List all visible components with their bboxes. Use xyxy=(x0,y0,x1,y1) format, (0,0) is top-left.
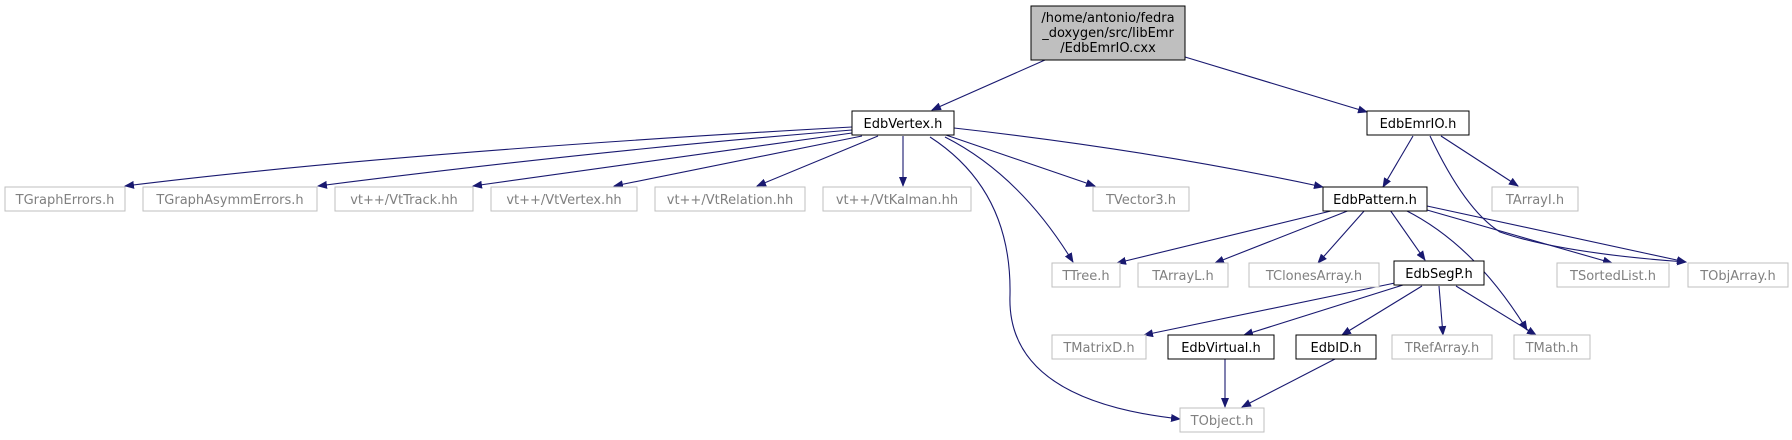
node-tvector3-label: TVector3.h xyxy=(1105,193,1176,208)
edge-edbpattern-to-edbsegp xyxy=(1389,209,1426,261)
node-vtrelation[interactable]: vt++/VtRelation.hh xyxy=(654,186,806,212)
node-tsortedlist[interactable]: TSortedList.h xyxy=(1556,262,1670,288)
edge-edbpattern-to-ttree xyxy=(1116,209,1336,265)
edge-edbvertex-to-ttree xyxy=(944,136,1074,263)
node-edbid[interactable]: EdbID.h xyxy=(1295,334,1377,360)
node-vtkalman-label: vt++/VtKalman.hh xyxy=(836,193,958,208)
edge-root-to-edbvertex xyxy=(931,59,1046,111)
node-tmath[interactable]: TMath.h xyxy=(1513,334,1591,360)
node-edbvertex[interactable]: EdbVertex.h xyxy=(851,110,955,136)
edge-edbvertex-to-edbpattern xyxy=(953,127,1324,190)
edge-edbvertex-to-tobject xyxy=(929,136,1181,422)
node-tobjarray[interactable]: TObjArray.h xyxy=(1687,262,1789,288)
edge-edbsegp-to-tmatrixd xyxy=(1143,282,1396,338)
edge-edbsegp-to-edbvirtual xyxy=(1243,284,1404,337)
root-line-1: /home/antonio/fedra xyxy=(1041,11,1174,26)
node-edbsegp-label: EdbSegP.h xyxy=(1405,267,1472,282)
edge-edbid-to-tobject xyxy=(1241,358,1336,408)
edge-edbpattern-to-tsortedlist xyxy=(1419,207,1613,265)
edges xyxy=(124,56,1687,422)
node-trefarray-label: TRefArray.h xyxy=(1404,341,1480,356)
node-ttree-label: TTree.h xyxy=(1061,269,1109,284)
edge-edbvertex-to-tgrapherrors xyxy=(124,126,853,189)
node-tmath-label: TMath.h xyxy=(1525,341,1579,356)
node-tobjarray-label: TObjArray.h xyxy=(1699,269,1776,284)
node-trefarray[interactable]: TRefArray.h xyxy=(1391,334,1493,360)
root-line-2: _doxygen/src/libEmr xyxy=(1041,26,1174,41)
node-vtvertex[interactable]: vt++/VtVertex.hh xyxy=(490,186,638,212)
node-tarrayi[interactable]: TArrayI.h xyxy=(1491,186,1579,212)
edge-edbemrio-to-tobjarray xyxy=(1429,135,1687,266)
node-edbvirtual-label: EdbVirtual.h xyxy=(1181,341,1261,356)
node-vtrelation-label: vt++/VtRelation.hh xyxy=(667,193,793,208)
node-edbemrio[interactable]: EdbEmrIO.h xyxy=(1366,110,1470,136)
root-line-3: /EdbEmrIO.cxx xyxy=(1060,41,1156,56)
node-edbvertex-label: EdbVertex.h xyxy=(864,117,943,132)
node-vtkalman[interactable]: vt++/VtKalman.hh xyxy=(822,186,972,212)
edge-edbemrio-to-tarrayi xyxy=(1440,135,1519,187)
edge-edbpattern-to-tobjarray xyxy=(1426,205,1687,265)
node-edbpattern-label: EdbPattern.h xyxy=(1333,193,1417,208)
node-tobject[interactable]: TObject.h xyxy=(1179,407,1265,433)
edge-edbpattern-to-tmath xyxy=(1404,209,1528,331)
node-root-edbemrio-cxx[interactable]: /home/antonio/fedra _doxygen/src/libEmr … xyxy=(1030,5,1186,61)
edge-edbsegp-to-tmath xyxy=(1455,285,1537,336)
node-tmatrixd-label: TMatrixD.h xyxy=(1062,341,1134,356)
node-tgraphasymmerrors[interactable]: TGraphAsymmErrors.h xyxy=(142,186,318,212)
edge-edbsegp-to-trefarray xyxy=(1438,285,1447,336)
node-vtvertex-label: vt++/VtVertex.hh xyxy=(506,193,621,208)
node-tclonesarray-label: TClonesArray.h xyxy=(1265,269,1362,284)
node-ttree[interactable]: TTree.h xyxy=(1051,262,1121,288)
node-edbid-label: EdbID.h xyxy=(1311,341,1362,356)
edge-edbvertex-to-vttrack xyxy=(472,132,853,189)
node-edbpattern[interactable]: EdbPattern.h xyxy=(1322,186,1428,212)
edge-edbpattern-to-tarrayl xyxy=(1214,209,1351,264)
edge-edbvertex-to-tvector3 xyxy=(942,133,1096,187)
node-tsortedlist-label: TSortedList.h xyxy=(1569,269,1656,284)
edge-edbemrio-to-edbpattern xyxy=(1382,135,1414,188)
edge-edbvertex-to-vtvertex xyxy=(613,135,863,189)
node-tgrapherrors-label: TGraphErrors.h xyxy=(15,193,115,208)
node-tgraphasymmerrors-label: TGraphAsymmErrors.h xyxy=(155,193,303,208)
edge-edbpattern-to-tclonesarray xyxy=(1317,209,1366,264)
node-tmatrixd[interactable]: TMatrixD.h xyxy=(1051,334,1147,360)
node-tvector3[interactable]: TVector3.h xyxy=(1092,186,1190,212)
node-tobject-label: TObject.h xyxy=(1190,414,1254,429)
node-tclonesarray[interactable]: TClonesArray.h xyxy=(1248,262,1380,288)
edge-edbsegp-to-edbid xyxy=(1341,285,1423,336)
node-edbsegp[interactable]: EdbSegP.h xyxy=(1393,260,1485,286)
node-tarrayl-label: TArrayL.h xyxy=(1151,269,1214,284)
node-vttrack-label: vt++/VtTrack.hh xyxy=(350,193,458,208)
node-vttrack[interactable]: vt++/VtTrack.hh xyxy=(334,186,474,212)
node-edbvirtual[interactable]: EdbVirtual.h xyxy=(1167,334,1275,360)
edge-root-to-edbemrio xyxy=(1184,56,1368,114)
node-tgrapherrors[interactable]: TGraphErrors.h xyxy=(4,186,126,212)
edge-edbvertex-to-vtrelation xyxy=(756,135,879,187)
node-tarrayl[interactable]: TArrayL.h xyxy=(1137,262,1229,288)
node-edbemrio-label: EdbEmrIO.h xyxy=(1380,117,1457,132)
node-tarrayi-label: TArrayI.h xyxy=(1505,193,1564,208)
edge-edbvertex-to-tgraphasymm xyxy=(317,129,853,189)
